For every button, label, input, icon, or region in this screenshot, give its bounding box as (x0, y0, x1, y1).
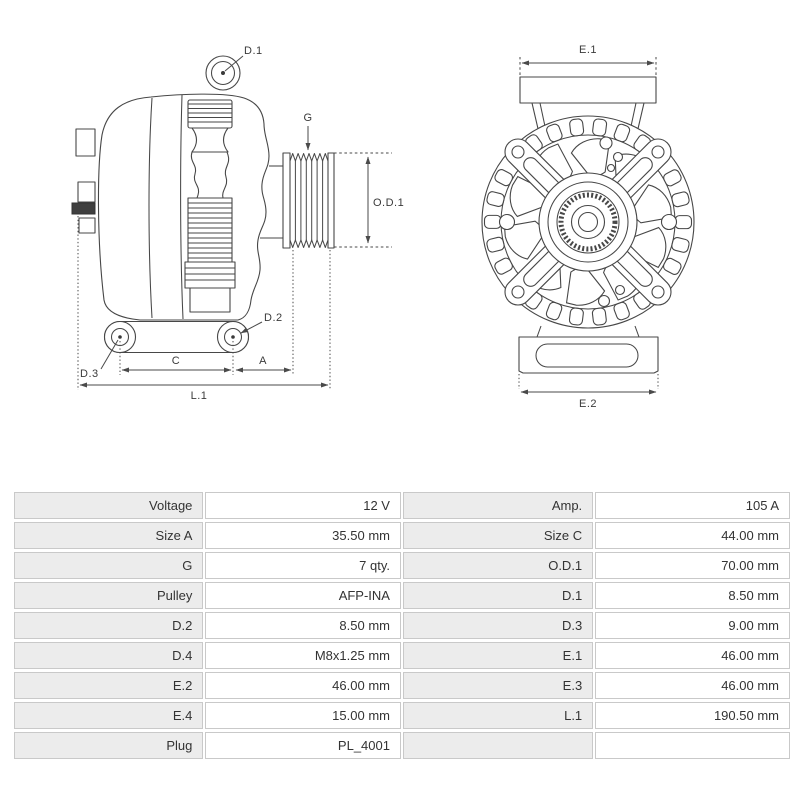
spec-value-cell (595, 732, 790, 759)
spec-value-cell: AFP-INA (205, 582, 401, 609)
spec-label-cell: Size C (403, 522, 593, 549)
dim-label-d2: D.2 (264, 312, 283, 324)
alternator-diagram-svg: D.1 G O.D.1 D.2 D.3 (0, 0, 800, 472)
front-view-group: E.1 E.2 (482, 44, 694, 410)
spec-row: Plug PL_4001 (14, 732, 790, 759)
spec-label-cell: Voltage (14, 492, 203, 519)
alternator-body-outline (98, 94, 269, 320)
spec-row: Pulley AFP-INA D.1 8.50 mm (14, 582, 790, 609)
pulley-side (260, 153, 334, 248)
technical-diagram: D.1 G O.D.1 D.2 D.3 (0, 0, 800, 472)
spec-label-cell (403, 732, 593, 759)
spec-label-cell: Amp. (403, 492, 593, 519)
spec-value-cell: 8.50 mm (205, 612, 401, 639)
spec-value-cell: 46.00 mm (205, 672, 401, 699)
dim-label-e1: E.1 (579, 44, 597, 56)
spec-row: Voltage 12 V Amp. 105 A (14, 492, 790, 519)
spec-value-cell: 46.00 mm (595, 672, 790, 699)
spec-label-cell: E.4 (14, 702, 203, 729)
spec-label-cell: Pulley (14, 582, 203, 609)
pulley-front-hub (539, 173, 637, 271)
spec-value-cell: 9.00 mm (595, 612, 790, 639)
spec-label-cell: E.2 (14, 672, 203, 699)
spec-label-cell: Size A (14, 522, 203, 549)
spec-row: E.2 46.00 mm E.3 46.00 mm (14, 672, 790, 699)
bottom-bracket (519, 337, 658, 373)
spec-label-cell: D.2 (14, 612, 203, 639)
spec-label-cell: D.3 (403, 612, 593, 639)
spec-value-cell: 12 V (205, 492, 401, 519)
dim-label-g: G (303, 112, 312, 124)
spec-row: E.4 15.00 mm L.1 190.50 mm (14, 702, 790, 729)
spec-row: D.2 8.50 mm D.3 9.00 mm (14, 612, 790, 639)
spec-label-cell: E.1 (403, 642, 593, 669)
dim-label-e2: E.2 (579, 398, 597, 410)
dim-label-c: C (172, 355, 180, 367)
spec-value-cell: 44.00 mm (595, 522, 790, 549)
connector-tabs (72, 129, 95, 233)
dim-label-od1: O.D.1 (373, 197, 404, 209)
dim-label-d1: D.1 (244, 45, 263, 57)
spec-label-cell: G (14, 552, 203, 579)
dim-label-a: A (259, 355, 267, 367)
dim-label-d3: D.3 (80, 368, 99, 380)
spec-value-cell: 46.00 mm (595, 642, 790, 669)
top-mounting-boss (206, 56, 240, 90)
spec-value-cell: 7 qty. (205, 552, 401, 579)
mounting-ears (105, 322, 249, 353)
spec-value-cell: 105 A (595, 492, 790, 519)
spec-value-cell: 70.00 mm (595, 552, 790, 579)
spec-value-cell: 15.00 mm (205, 702, 401, 729)
spec-label-cell: D.4 (14, 642, 203, 669)
spec-row: D.4 M8x1.25 mm E.1 46.00 mm (14, 642, 790, 669)
spec-value-cell: 8.50 mm (595, 582, 790, 609)
spec-value-cell: 190.50 mm (595, 702, 790, 729)
spec-label-cell: D.1 (403, 582, 593, 609)
spec-table: Voltage 12 V Amp. 105 A Size A 35.50 mm … (12, 489, 792, 762)
dim-label-l1: L.1 (191, 390, 208, 402)
stator-body (482, 116, 694, 337)
side-view-group: D.1 G O.D.1 D.2 D.3 (72, 45, 404, 402)
spec-value-cell: M8x1.25 mm (205, 642, 401, 669)
pulley-grooves (290, 154, 328, 248)
spec-row: Size A 35.50 mm Size C 44.00 mm (14, 522, 790, 549)
spec-row: G 7 qty. O.D.1 70.00 mm (14, 552, 790, 579)
spec-label-cell: Plug (14, 732, 203, 759)
terminal-block (72, 203, 95, 214)
spec-value-cell: PL_4001 (205, 732, 401, 759)
spec-label-cell: E.3 (403, 672, 593, 699)
spec-label-cell: O.D.1 (403, 552, 593, 579)
spec-value-cell: 35.50 mm (205, 522, 401, 549)
spec-label-cell: L.1 (403, 702, 593, 729)
